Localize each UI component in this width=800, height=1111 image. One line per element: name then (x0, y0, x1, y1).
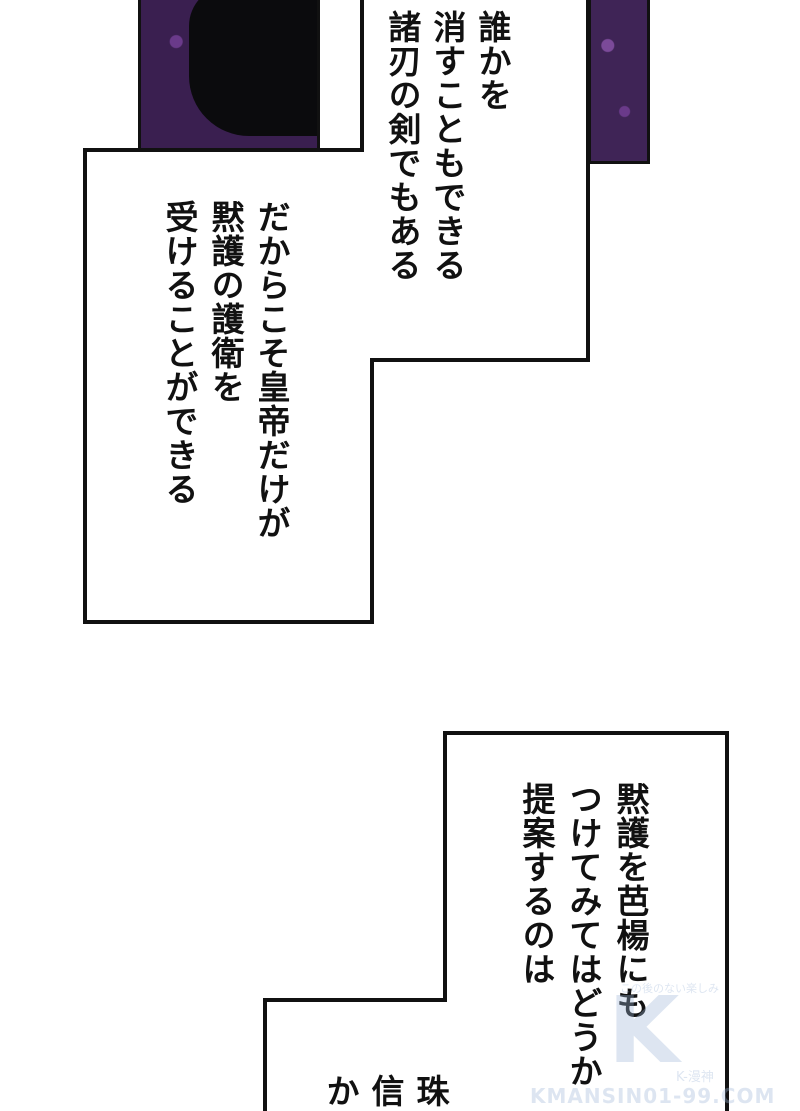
panel1-line-1: 誰かを (473, 10, 512, 112)
panel1-line-3: 諸刃の剣でもある (383, 10, 422, 282)
speech-box-lower (263, 731, 729, 1111)
panel4-char-3: か (321, 1074, 360, 1108)
watermark-url: KMANSIN01-99.COM (530, 1084, 776, 1108)
watermark-tagline: この後のない楽しみ (620, 982, 719, 995)
watermark-logo: K (608, 977, 680, 1084)
art-panel-dark (138, 0, 320, 151)
panel1-line-2: 消すこともできる (428, 10, 467, 282)
panel2-line-3: 受けることができる (160, 200, 199, 506)
panel3-line-3: 提案するのは (517, 782, 556, 986)
art-panel-strip (588, 0, 650, 164)
watermark-brand: K-漫神 (676, 1070, 714, 1085)
panel4-char-2: 信 (366, 1074, 405, 1108)
panel2-line-2: 黙護の護衛を (206, 200, 245, 404)
panel3-line-1: 黙護を芭楊にも (611, 782, 650, 1020)
speech-box-upper (83, 0, 590, 624)
panel3-line-2: つけてみてはどうか (564, 782, 603, 1088)
panel4-char-1: 珠 (411, 1074, 450, 1108)
character-silhouette (189, 0, 317, 136)
panel2-line-1: だからこそ皇帝だけが (252, 200, 291, 540)
